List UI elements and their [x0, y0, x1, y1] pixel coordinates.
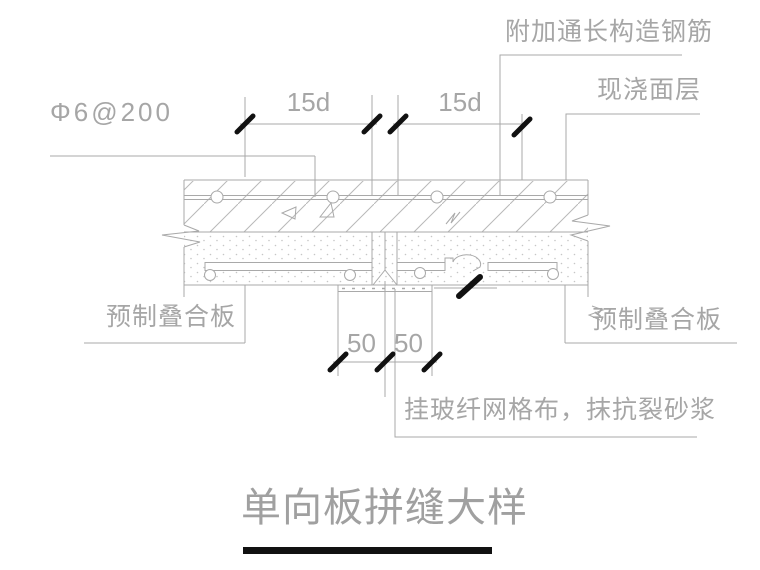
dimension-ticks	[234, 113, 533, 373]
rebar-hook-loop	[444, 254, 482, 272]
callout-additional-rebar: 附加通长构造钢筋	[505, 18, 714, 46]
precast-stipple	[184, 233, 588, 285]
callout-precast-slab-left: 预制叠合板	[106, 303, 237, 331]
joint-detail	[371, 232, 398, 286]
callout-mesh-reinforcement: Φ6@200	[50, 97, 173, 127]
drawing-title: 单向板拼缝大样	[241, 486, 528, 530]
title-underline	[243, 547, 492, 554]
dimension-lines	[240, 95, 527, 397]
callout-precast-slab-right: 预制叠合板	[592, 306, 723, 334]
callout-cast-in-place-topping: 现浇面层	[597, 76, 702, 104]
leader-lines	[50, 54, 737, 438]
aggregate-symbols	[280, 201, 461, 225]
rebar-circles	[204, 190, 559, 281]
dim-joint-width-left: 50	[347, 328, 376, 358]
dim-lap-length-right: 15d	[438, 87, 482, 117]
cut-mark	[456, 274, 483, 299]
topping-hatch	[184, 181, 588, 232]
dim-lap-length-left: 15d	[286, 87, 331, 117]
callout-joint-treatment: 挂玻纤网格布，抹抗裂砂浆	[404, 396, 717, 424]
dim-joint-width-right: 50	[394, 328, 423, 358]
